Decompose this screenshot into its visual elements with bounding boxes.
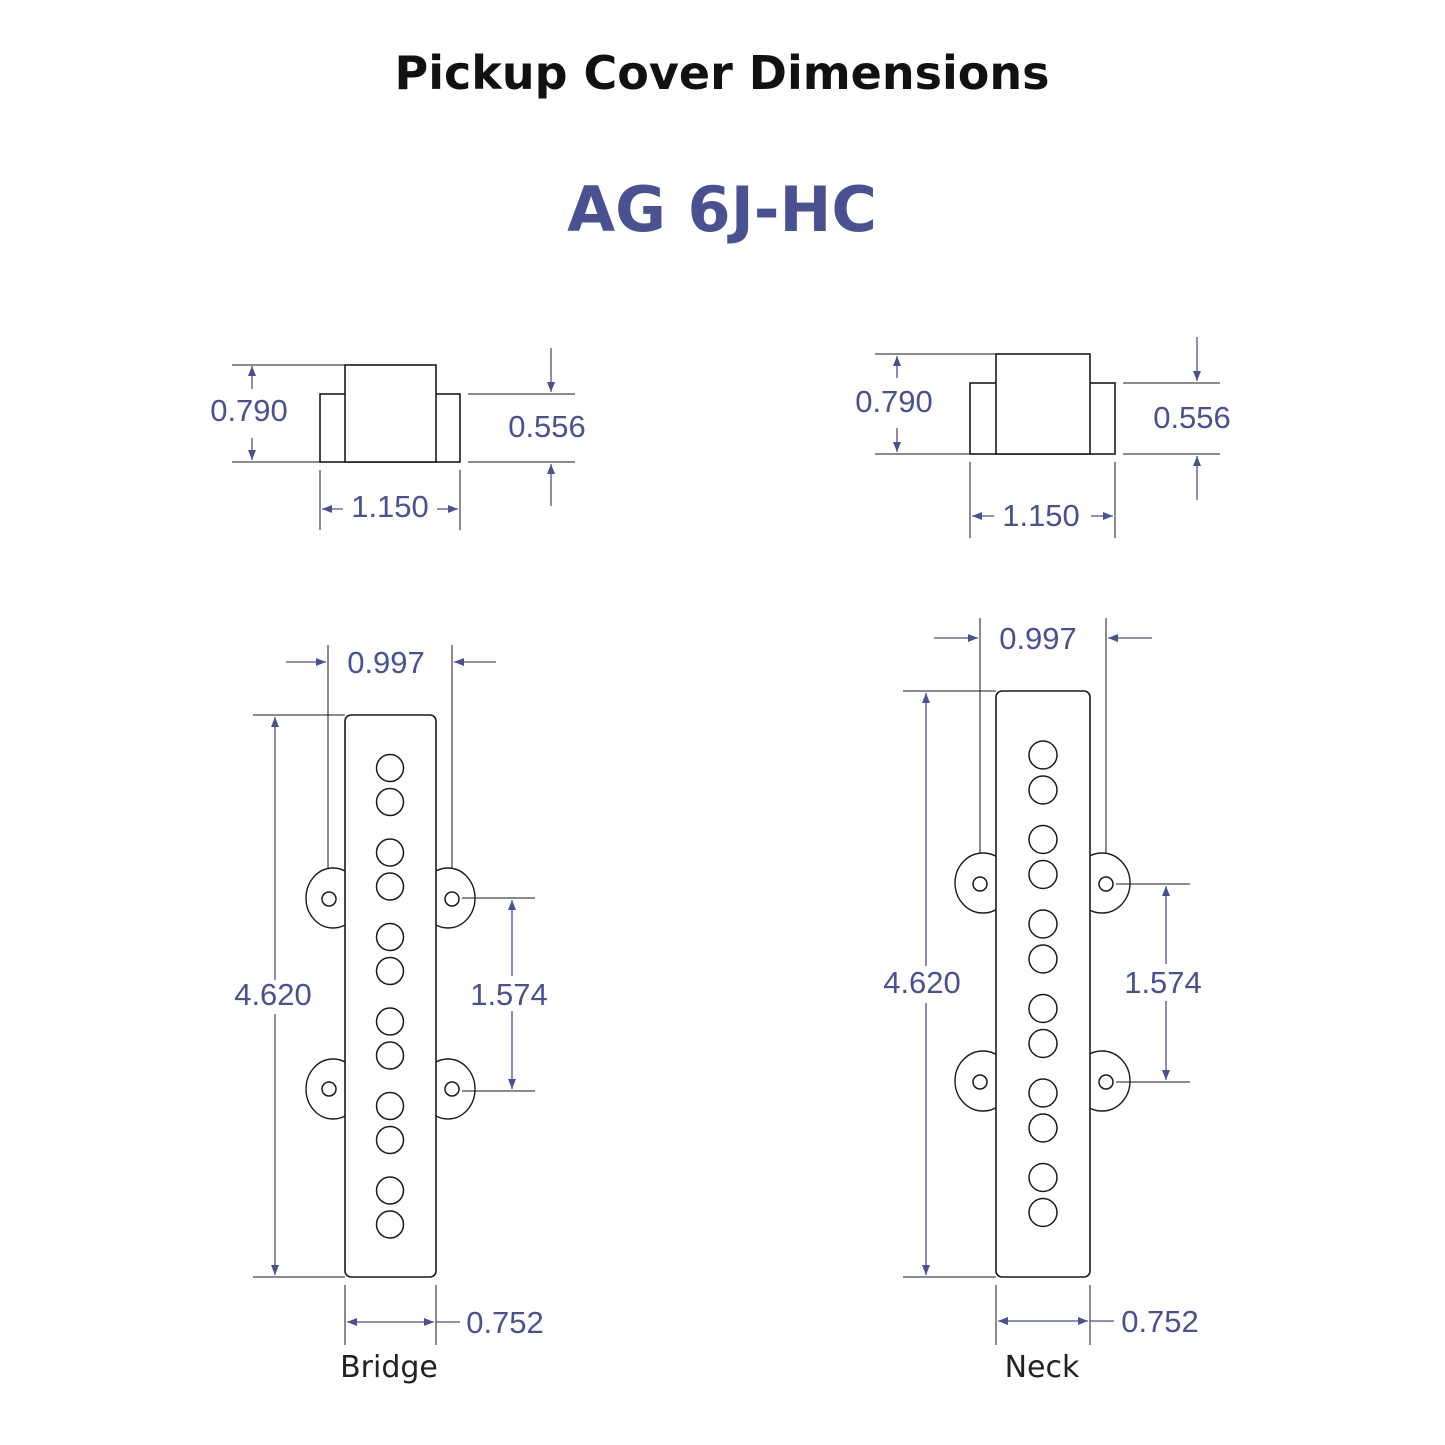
neck-pickup-group: 0.790 0.556 1.150 [855,337,1231,1385]
neck-mount-hole [1098,1074,1114,1090]
bridge-mount-hole [321,891,337,907]
bridge-body-width-label: 0.752 [466,1305,544,1340]
pole-piece [375,1176,405,1205]
neck-length-label: 4.620 [883,965,961,1000]
neck-mount-spacing-label: 1.574 [1124,965,1202,1000]
pole-piece [375,1091,405,1121]
bridge-cover-body [344,714,437,1278]
neck-total-height-label: 0.790 [855,384,933,419]
neck-view-label: Neck [1005,1350,1080,1385]
model-name: AG 6J-HC [567,173,877,246]
pole-piece [1028,824,1058,855]
bridge-base-width-label: 1.150 [351,489,429,524]
pole-piece [375,922,405,952]
neck-base-width-label: 1.150 [1002,498,1080,533]
neck-body-width-label: 0.752 [1121,1304,1199,1339]
neck-mount-hole [1098,876,1114,892]
neck-pole-pieces [1028,740,1058,1228]
pole-piece [375,1125,405,1155]
pole-piece [1028,775,1058,805]
bridge-top-view: 0.997 4.620 1.574 0.752 Bridge [234,645,548,1385]
bridge-mount-hole [444,891,460,907]
bridge-mount-spacing-label: 1.574 [470,977,548,1012]
pole-piece [1028,1028,1058,1059]
bridge-view-label: Bridge [340,1350,438,1385]
bridge-total-height-label: 0.790 [210,393,288,428]
bridge-step-height-label: 0.556 [508,409,586,444]
pole-piece [1028,1197,1058,1228]
bridge-mount-hole [321,1081,337,1097]
neck-mount-hole [972,1074,988,1090]
pole-piece [375,872,405,901]
pole-piece [375,787,405,817]
neck-top-width-label: 0.997 [999,621,1077,656]
bridge-pole-pieces [375,753,405,1239]
pole-piece [375,1210,405,1239]
page-title: Pickup Cover Dimensions [395,46,1050,100]
neck-cover-body [995,690,1091,1278]
pole-piece [375,753,405,783]
pole-piece [1028,993,1058,1024]
pole-piece [1028,944,1058,974]
bridge-side-cover [344,364,437,463]
neck-side-view: 0.790 0.556 1.150 [855,337,1231,538]
bridge-top-width-label: 0.997 [347,645,425,680]
bridge-side-view: 0.790 0.556 1.150 [210,348,586,530]
pole-piece [375,1007,405,1036]
pole-piece [1028,1113,1058,1143]
neck-step-height-label: 0.556 [1153,400,1231,435]
pole-piece [1028,1162,1058,1193]
pole-piece [1028,1078,1058,1108]
pole-piece [1028,740,1058,770]
pole-piece [375,956,405,986]
bridge-length-label: 4.620 [234,977,312,1012]
neck-top-view: 0.997 4.620 1.574 0.752 Neck [883,618,1202,1385]
pole-piece [375,1041,405,1070]
neck-side-cover [995,353,1091,455]
bridge-mount-hole [444,1081,460,1097]
pole-piece [1028,859,1058,890]
neck-mount-hole [972,876,988,892]
bridge-pickup-group: 0.790 0.556 1.150 [210,348,586,1385]
pole-piece [375,838,405,867]
pole-piece [1028,909,1058,939]
